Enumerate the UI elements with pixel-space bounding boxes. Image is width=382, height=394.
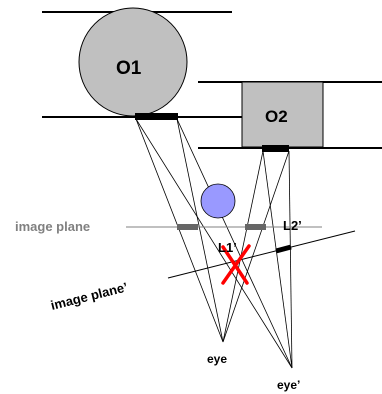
l1-prime-cross-icon <box>221 244 251 285</box>
object-o1 <box>78 7 188 117</box>
rays-to-eye-prime <box>135 118 293 369</box>
image-plane-label: image plane <box>15 219 90 234</box>
image-plane-prime-line <box>167 230 356 279</box>
rays-to-eye <box>135 118 290 343</box>
occluding-ball <box>200 183 236 219</box>
o1-label: O1 <box>116 58 142 79</box>
l2-prime-label: L2’ <box>283 218 302 233</box>
image-plane-mark-o1 <box>177 224 198 230</box>
eye-prime-label: eye’ <box>277 378 300 392</box>
l1-prime-label: L1’ <box>218 240 237 255</box>
eye-label: eye <box>207 352 227 366</box>
o1-projection-segment <box>135 113 178 120</box>
image-plane-prime-label: image plane’ <box>49 279 129 313</box>
o2-label: O2 <box>265 107 288 126</box>
l2-prime-mark <box>275 244 292 254</box>
o2-projection-segment <box>262 145 289 152</box>
image-plane-mark-o2 <box>245 224 266 230</box>
